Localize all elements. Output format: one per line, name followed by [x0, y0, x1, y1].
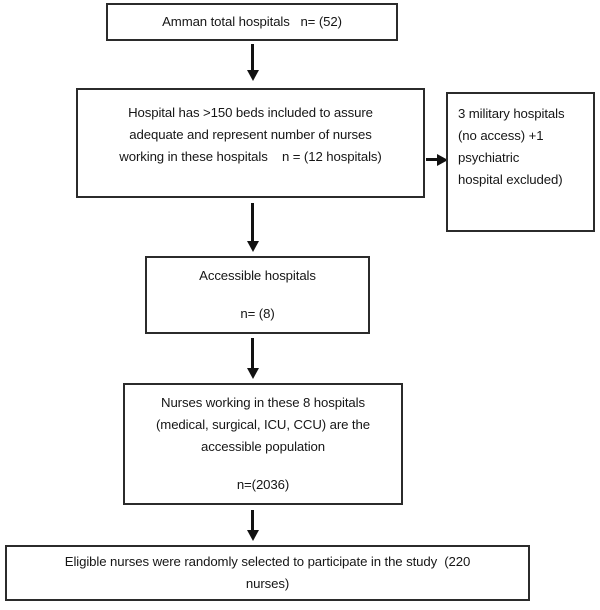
arrow-criteria-to-accessible-icon [251, 203, 254, 243]
node-excluded-hospitals-line-2: (no access) +1 [458, 128, 544, 143]
node-inclusion-criteria-line-1: Hospital has >150 beds included to assur… [128, 105, 373, 120]
node-inclusion-criteria-line-2: adequate and represent number of nurses [129, 127, 372, 142]
node-excluded-hospitals-line-3: psychiatric [458, 150, 520, 165]
node-eligible-sample: Eligible nurses were randomly selected t… [5, 545, 530, 601]
node-total-hospitals-line-1: Amman total hospitals n= (52) [162, 14, 342, 29]
node-excluded-hospitals: 3 military hospitals (no access) +1 psyc… [446, 92, 595, 232]
arrow-accessible-to-population-icon [251, 338, 254, 370]
node-excluded-hospitals-line-4: hospital excluded) [458, 172, 563, 187]
node-accessible-hospitals: Accessible hospitals n= (8) [145, 256, 370, 334]
node-accessible-population: Nurses working in these 8 hospitals (med… [123, 383, 403, 505]
arrow-population-to-eligible-icon [251, 510, 254, 532]
node-accessible-hospitals-count: n= (8) [240, 306, 275, 321]
node-accessible-hospitals-line-1: Accessible hospitals [199, 268, 316, 283]
node-accessible-population-line-1: Nurses working in these 8 hospitals [161, 395, 365, 410]
node-inclusion-criteria-line-3: working in these hospitals n = (12 hospi… [119, 149, 382, 164]
node-accessible-population-line-2: (medical, surgical, ICU, CCU) are the [156, 417, 370, 432]
node-accessible-population-count: n=(2036) [236, 477, 290, 492]
arrow-total-to-criteria-icon [251, 44, 254, 72]
node-excluded-hospitals-line-1: 3 military hospitals [458, 106, 565, 121]
node-eligible-sample-line-1: Eligible nurses were randomly selected t… [64, 554, 471, 569]
arrow-criteria-to-excluded-icon [426, 158, 439, 161]
node-eligible-sample-line-2: nurses) [245, 576, 290, 591]
node-total-hospitals: Amman total hospitals n= (52) [106, 3, 398, 41]
node-inclusion-criteria: Hospital has >150 beds included to assur… [76, 88, 425, 198]
node-accessible-population-line-3: accessible population [201, 439, 325, 454]
